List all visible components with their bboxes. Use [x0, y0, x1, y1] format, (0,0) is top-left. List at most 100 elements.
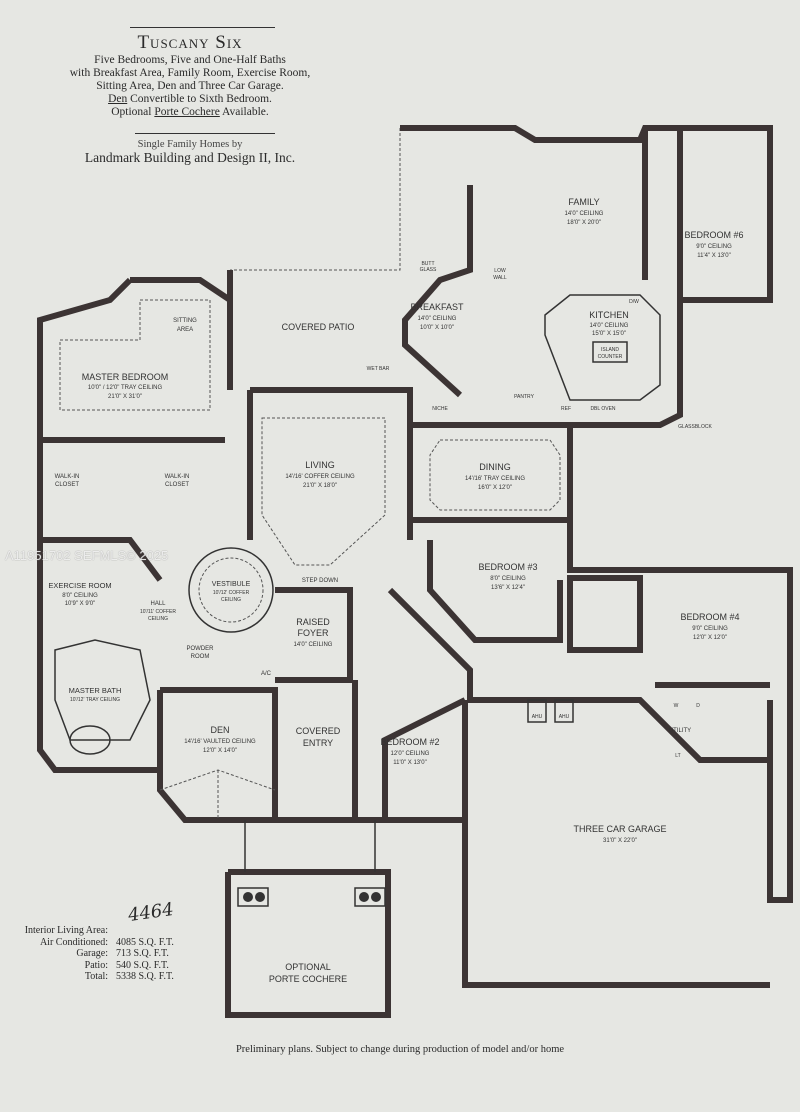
room-ceiling: 9'0" CEILING: [692, 626, 728, 632]
label-ac: A/C: [261, 671, 272, 677]
room-ceiling: 10'/12' TRAY CEILING: [70, 697, 120, 703]
label-master-bath: MASTER BATH 10'/12' TRAY CEILING: [69, 686, 122, 703]
stat-value: [116, 925, 196, 937]
patio-outline: [230, 128, 401, 271]
builder-intro: Single Family Homes by: [137, 139, 243, 150]
label-ref: REF: [561, 406, 571, 412]
label-walkin-right: CLOSET: [165, 482, 189, 488]
room-size: 11'0" X 13'0": [393, 760, 426, 766]
room-ceiling: 14'/16' VAULTED CEILING: [184, 739, 256, 745]
vestibule-circle: [188, 547, 274, 633]
room-ceiling: 8'0" CEILING: [62, 593, 98, 599]
room-name: DEN: [210, 725, 229, 735]
stat-value: 540 S.Q. F.T.: [116, 959, 169, 971]
room-name: RAISED: [296, 617, 330, 627]
label-dryer: D: [696, 703, 700, 709]
label-porte-cochere: PORTE COCHERE: [269, 974, 347, 984]
room-name: BEDROOM #2: [380, 737, 439, 747]
room-ceiling: 14'0" CEILING: [590, 323, 629, 329]
room-size: 10'0" X 10'0": [420, 325, 454, 331]
room-ceiling: 14'0" CEILING: [294, 642, 333, 648]
planter-left: [237, 887, 269, 907]
room-size: 12'0" X 14'0": [203, 748, 237, 754]
label-low-wall: LOW: [494, 268, 506, 274]
room-name: MASTER BATH: [69, 686, 122, 695]
bedroom3-wall: [427, 540, 563, 643]
label-master-bedroom: MASTER BEDROOM 10'0" / 12'0" TRAY CEILIN…: [82, 372, 169, 400]
stat-label: Total:: [84, 971, 108, 982]
label-dining: DINING 14'/16' TRAY CEILING 16'0" X 12'0…: [465, 462, 525, 491]
label-covered-entry: ENTRY: [303, 738, 333, 748]
label-butt-glass: GLASS: [420, 267, 437, 273]
dining-tray: [429, 439, 561, 511]
porte-word: Porte Cochere: [154, 106, 220, 118]
watermark: A11951702 SEFMLS© 2025: [5, 548, 169, 563]
room-ceiling: 10'/11' COFFER: [140, 609, 176, 615]
label-walkin-left: WALK-IN: [55, 474, 80, 480]
label-breakfast: BREAKFAST 14'0" CEILING 10'0" X 10'0": [410, 302, 464, 331]
label-exercise: EXERCISE ROOM 8'0" CEILING 10'9" X 9'0": [48, 581, 111, 607]
description-line: Optional Porte Cochere Available.: [20, 106, 360, 119]
stat-label: Air Conditioned:: [39, 936, 108, 948]
label-kitchen: KITCHEN 14'0" CEILING 15'0" X 15'0": [589, 310, 629, 337]
room-name: THREE CAR GARAGE: [573, 824, 666, 834]
stat-label: Interior Living Area:: [24, 925, 108, 936]
room-ceiling: 14'/16' TRAY CEILING: [465, 476, 525, 482]
label-bedroom-3: BEDROOM #3 8'0" CEILING 13'6" X 12'4": [478, 562, 537, 591]
room-ceiling: 14'0" CEILING: [418, 316, 457, 322]
label-ahu: AHU: [532, 714, 543, 720]
description-line: Sitting Area, Den and Three Car Garage.: [96, 80, 284, 92]
porte-wall: [225, 869, 391, 1018]
label-island: ISLAND: [601, 347, 619, 353]
room-size: 16'0" X 12'0": [478, 485, 512, 491]
label-walkin-right: WALK-IN: [165, 474, 190, 480]
room-ceiling: 9'0" CEILING: [696, 244, 732, 250]
room-name: FOYER: [297, 628, 329, 638]
den-rest: Convertible to Sixth Bedroom.: [127, 93, 272, 105]
room-size: 31'0" X 22'0": [603, 838, 637, 844]
ahu-unit: [554, 699, 574, 723]
room-size: 21'0" X 18'0": [303, 483, 337, 489]
room-name: VESTIBULE: [212, 581, 251, 588]
label-raised-foyer: RAISED FOYER 14'0" CEILING: [294, 617, 333, 648]
label-vestibule: VESTIBULE 10'/12' COFFER CEILING: [212, 581, 251, 603]
available-word: Available.: [219, 106, 269, 118]
master-wing-wall: [130, 277, 232, 303]
label-utility: UTILITY: [669, 728, 691, 734]
plan-description: Five Bedrooms, Five and One-Half Baths w…: [20, 54, 360, 119]
room-name: FAMILY: [568, 197, 599, 207]
stat-label: Patio:: [84, 959, 108, 971]
exterior-wall-north: [402, 185, 473, 398]
label-low-wall: WALL: [493, 275, 507, 281]
stat-row: Interior Living Area:: [10, 925, 196, 937]
label-family: FAMILY 14'0" CEILING 18'0" X 20'0": [565, 197, 604, 226]
kitchen-counter: [544, 294, 661, 401]
stat-row: Garage:713 S.Q. F.T.: [10, 948, 196, 960]
label-ahu: AHU: [559, 714, 570, 720]
room-size: 12'0" X 12'0": [693, 635, 727, 641]
label-bedroom-6: BEDROOM #6 9'0" CEILING 11'4" X 13'0": [684, 230, 743, 259]
label-washer: W: [674, 703, 679, 709]
label-covered-patio: COVERED PATIO: [282, 322, 355, 332]
label-sitting-area: AREA: [177, 327, 193, 333]
title-rule-top: [130, 27, 275, 28]
label-butt-glass: BUTT: [421, 261, 434, 267]
den-wall: [157, 687, 467, 823]
bedroom2-wall: [352, 680, 465, 823]
living-coffer: [261, 417, 386, 566]
room-size: 18'0" X 20'0": [567, 220, 601, 226]
ahu-unit: [527, 699, 547, 723]
label-sitting-area: SITTING: [173, 318, 197, 324]
planter-left-plant: [255, 892, 265, 902]
room-name: HALL: [150, 601, 166, 607]
vestibule-coffer: [198, 557, 264, 623]
island-counter: [592, 341, 628, 363]
family-wall: [642, 128, 683, 300]
label-step-down: STEP DOWN: [302, 578, 338, 584]
footer-note: Preliminary plans. Subject to change dur…: [235, 1044, 565, 1055]
stat-value: 5338 S.Q. F.T.: [116, 971, 174, 982]
room-size: CEILING: [221, 597, 241, 603]
room-ceiling: 12'0" CEILING: [391, 751, 430, 757]
room-name: DINING: [479, 462, 511, 472]
optional-word: Optional: [111, 106, 155, 118]
